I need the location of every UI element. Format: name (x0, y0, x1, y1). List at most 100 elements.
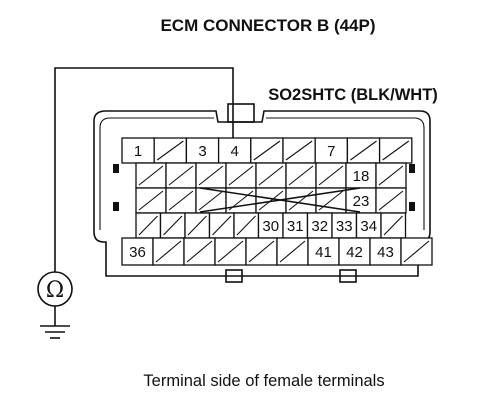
unused-slash (248, 240, 275, 263)
unused-slash (236, 215, 256, 236)
terminal-3: 3 (185, 137, 220, 164)
unused-slash (383, 215, 403, 236)
unused-slash (138, 215, 158, 236)
terminal-unused (165, 187, 197, 214)
ground-icon (40, 325, 70, 339)
terminal-unused (225, 187, 257, 214)
unused-slash (378, 165, 404, 186)
ohm-symbol: Ω (46, 278, 64, 303)
terminal-unused (225, 162, 257, 189)
caption: Terminal side of female terminals (143, 372, 384, 390)
terminal-32: 32 (306, 212, 333, 239)
terminal-label: 31 (287, 218, 304, 235)
terminal-label: 23 (353, 193, 370, 210)
unused-slash (253, 140, 281, 161)
unused-slash (403, 240, 430, 263)
unused-slash (156, 140, 184, 161)
terminal-23: 23 (345, 187, 377, 214)
terminal-1: 1 (121, 137, 155, 164)
key-notch-right-upper (409, 164, 415, 173)
terminal-label: 32 (311, 218, 328, 235)
bottom-tab (225, 269, 243, 283)
terminal-unused (375, 187, 407, 214)
unused-slash (198, 190, 224, 211)
terminal-unused (282, 137, 316, 164)
terminal-label: 1 (134, 143, 142, 160)
terminal-label: 43 (377, 244, 394, 261)
terminal-label: 42 (346, 244, 363, 261)
unused-slash (187, 215, 207, 236)
terminal-42: 42 (338, 237, 371, 266)
terminal-unused (135, 162, 167, 189)
terminal-31: 31 (282, 212, 309, 239)
terminal-unused (184, 212, 211, 239)
terminal-unused (183, 237, 216, 266)
unused-slash (279, 240, 306, 263)
terminal-label: 4 (231, 143, 239, 160)
bottom-tab-right (339, 269, 357, 283)
wire-label: SO2SHTC (BLK/WHT) (268, 86, 438, 104)
terminal-unused (285, 162, 317, 189)
unused-slash (318, 165, 344, 186)
unused-slash (228, 165, 254, 186)
terminal-label: 3 (198, 143, 206, 160)
terminal-34: 34 (355, 212, 382, 239)
terminal-unused (400, 237, 433, 266)
terminal-unused (135, 212, 162, 239)
terminal-30: 30 (257, 212, 284, 239)
key-notch-left-upper (113, 164, 119, 173)
key-notch-left-lower (113, 202, 119, 211)
terminal-label: 33 (336, 218, 353, 235)
cross-marks (199, 187, 361, 213)
terminal-unused (255, 162, 287, 189)
terminal-43: 43 (369, 237, 402, 266)
terminal-unused (380, 212, 407, 239)
terminal-label: 18 (353, 168, 370, 185)
unused-slash (168, 165, 194, 186)
terminal-unused (285, 187, 317, 214)
terminal-unused (276, 237, 309, 266)
terminal-label: 34 (360, 218, 377, 235)
terminal-33: 33 (331, 212, 358, 239)
terminal-unused (165, 162, 197, 189)
terminal-unused (250, 137, 284, 164)
unused-slash (168, 190, 194, 211)
unused-slash (288, 190, 314, 211)
terminal-unused (375, 162, 407, 189)
connector-latch (227, 103, 255, 123)
terminal-18: 18 (345, 162, 377, 189)
diagram-title: ECM CONNECTOR B (44P) (160, 16, 375, 35)
terminal-unused (315, 162, 347, 189)
terminal-7: 7 (314, 137, 349, 164)
terminal-unused (153, 137, 188, 164)
terminal-unused (159, 212, 186, 239)
unused-slash (258, 165, 284, 186)
terminal-unused (135, 187, 167, 214)
probe-wire (54, 67, 234, 326)
terminal-label: 7 (327, 143, 335, 160)
terminal-unused (346, 137, 381, 164)
terminal-label: 36 (129, 244, 146, 261)
unused-slash (288, 165, 314, 186)
terminal-unused (152, 237, 185, 266)
terminal-unused (208, 212, 235, 239)
terminal-unused (214, 237, 247, 266)
unused-slash (198, 165, 224, 186)
unused-slash (285, 140, 313, 161)
key-notch-right-lower (409, 202, 415, 211)
terminal-41: 41 (307, 237, 340, 266)
terminal-unused (245, 237, 278, 266)
terminal-label: 30 (262, 218, 279, 235)
unused-slash (378, 190, 404, 211)
unused-slash (382, 140, 410, 161)
unused-slash (350, 140, 377, 161)
terminal-4: 4 (217, 137, 252, 164)
ohmmeter-icon: Ω (37, 271, 73, 307)
unused-slash (138, 190, 164, 211)
unused-slash (163, 215, 183, 236)
terminal-36: 36 (121, 237, 154, 266)
unused-slash (155, 240, 182, 263)
unused-slash (138, 165, 164, 186)
